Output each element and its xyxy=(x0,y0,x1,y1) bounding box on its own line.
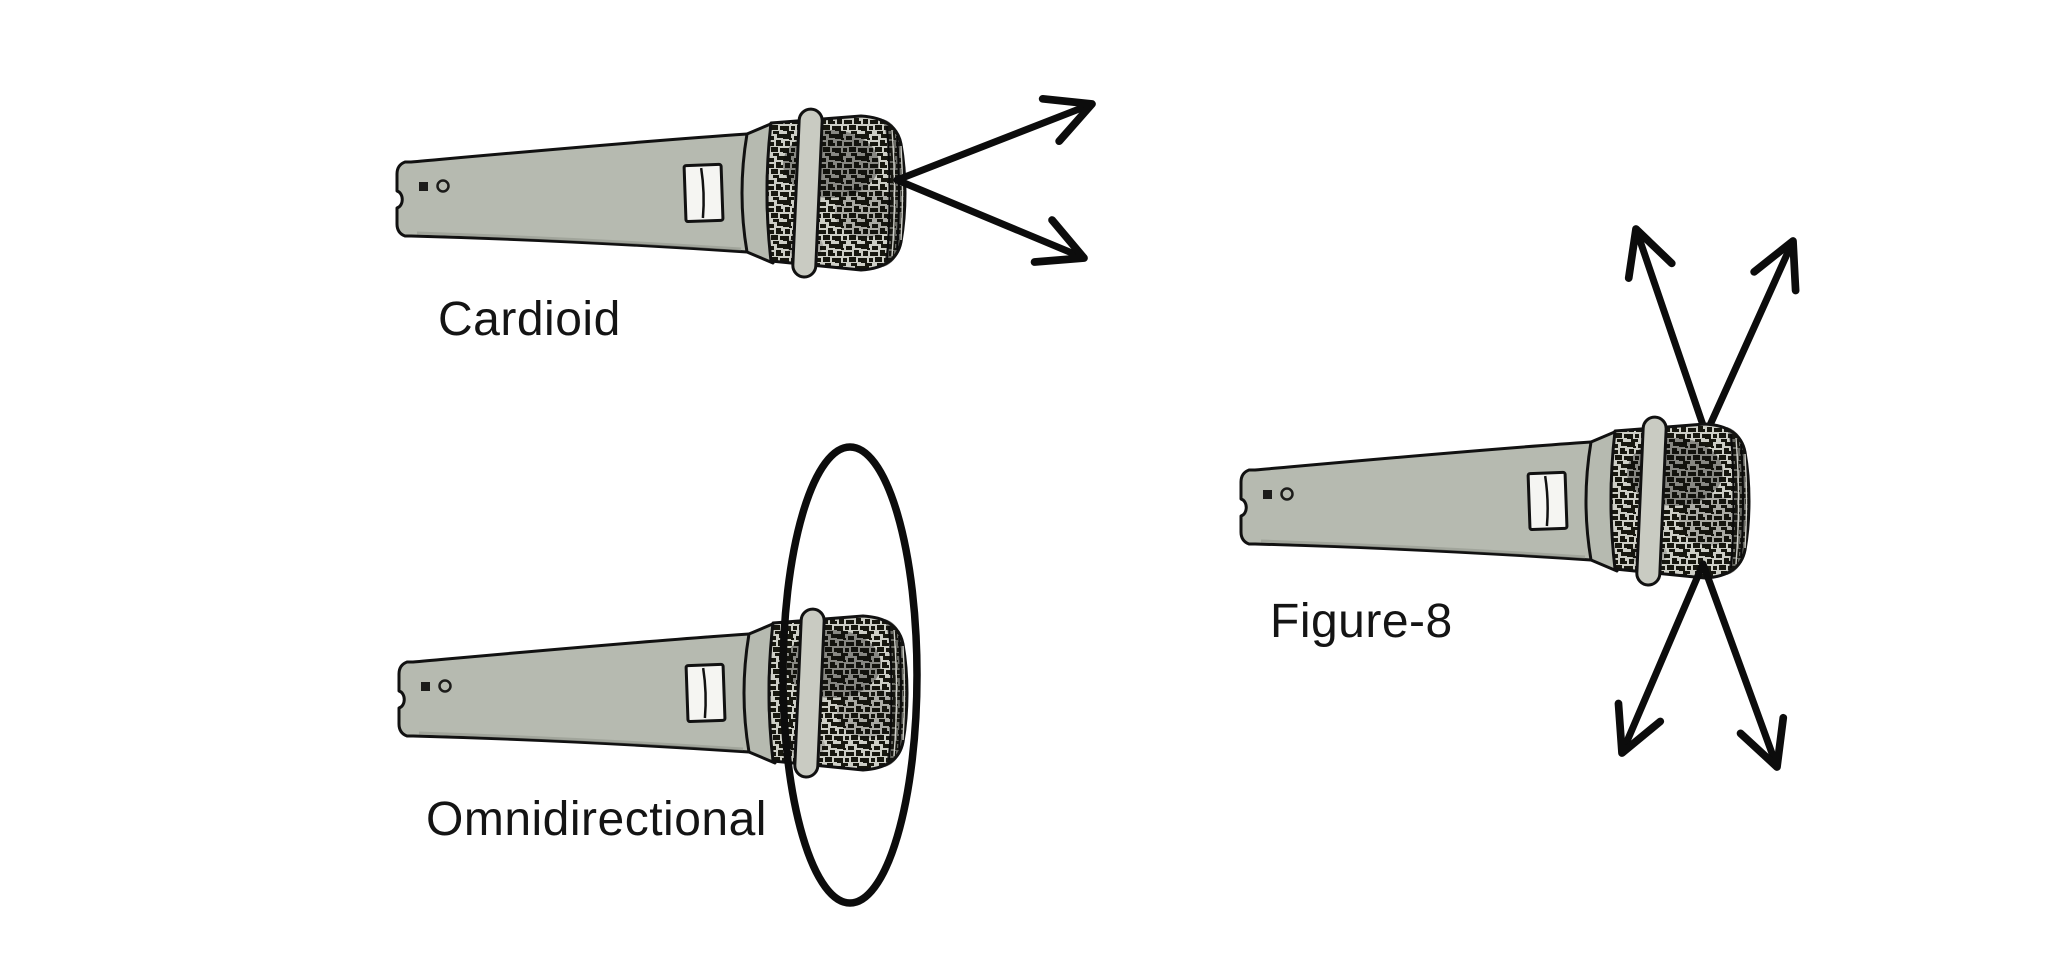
omnidirectional-ellipse-icon xyxy=(779,443,921,907)
figure-8-figure xyxy=(1200,178,1860,820)
figure-8-upper-arrows-icon xyxy=(1624,225,1800,438)
figure-8-illustration xyxy=(1239,225,1800,771)
cardioid-microphone xyxy=(395,107,907,279)
cardioid-label: Cardioid xyxy=(438,293,621,346)
omnidirectional-illustration xyxy=(397,443,921,907)
cardioid-figure xyxy=(380,58,1140,373)
omnidirectional-microphone xyxy=(397,607,909,779)
omnidirectional-label: Omnidirectional xyxy=(426,793,767,846)
figure-8-label: Figure-8 xyxy=(1270,595,1453,648)
cardioid-illustration xyxy=(395,94,1096,279)
figure-8-microphone xyxy=(1239,415,1751,587)
omnidirectional-figure xyxy=(380,430,960,979)
figure-8-lower-arrows-icon xyxy=(1614,560,1788,771)
cardioid-pickup-arrows-icon xyxy=(893,94,1096,266)
